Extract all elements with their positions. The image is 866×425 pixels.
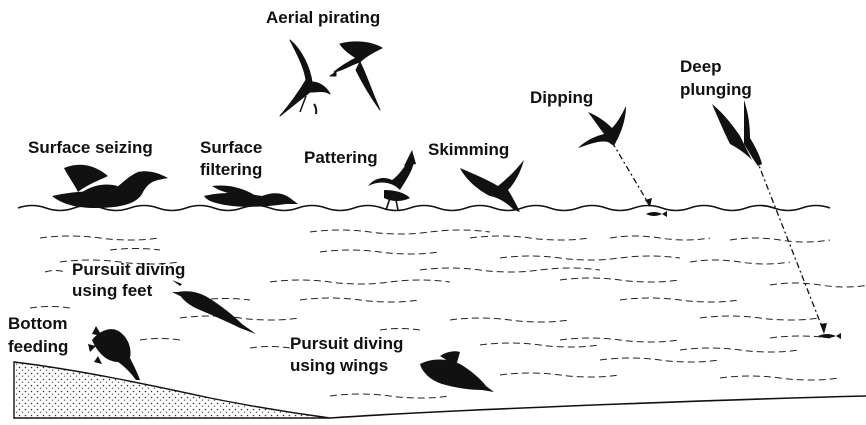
deep-plunging-bird-icon: [712, 100, 762, 166]
label-deep-plunging-line2: plunging: [680, 80, 752, 100]
plunging-arrowhead: [820, 323, 827, 334]
sea-bed-line: [330, 396, 866, 418]
aerial-pirate-bird-icon: [330, 42, 382, 110]
label-pattering: Pattering: [304, 148, 378, 168]
label-surface-filtering-line2: filtering: [200, 160, 262, 180]
label-bottom-feeding-line1: Bottom: [8, 314, 67, 334]
sea-bed: [14, 362, 330, 418]
dipping-trajectory: [612, 142, 650, 206]
surface-seizing-bird-icon: [52, 165, 168, 208]
pirated-fish-icon: [314, 104, 316, 114]
bottom-feeding-bird-icon: [88, 326, 140, 380]
label-bottom-feeding-line2: feeding: [8, 337, 68, 357]
skimming-bird-icon: [460, 160, 524, 212]
label-deep-plunging-line1: Deep: [680, 57, 722, 77]
aerial-pirate-bird-icon: [280, 40, 330, 116]
label-pursuit-wings-line1: Pursuit diving: [290, 334, 403, 354]
pursuit-wings-bird-icon: [420, 351, 494, 392]
pursuit-feet-bird-icon: [172, 280, 256, 334]
sea-surface-line: [18, 206, 830, 211]
fish-icon: [646, 211, 667, 217]
dipping-bird-icon: [578, 106, 626, 148]
label-surface-filtering-line1: Surface: [200, 138, 262, 158]
label-pursuit-wings-line2: using wings: [290, 356, 388, 376]
plunging-trajectory: [756, 158, 824, 332]
label-pursuit-feet-line2: using feet: [72, 281, 152, 301]
label-aerial-pirating: Aerial pirating: [266, 8, 380, 28]
surface-filtering-bird-icon: [204, 185, 298, 206]
label-skimming: Skimming: [428, 140, 509, 160]
label-surface-seizing: Surface seizing: [28, 138, 153, 158]
label-pursuit-feet-line1: Pursuit diving: [72, 260, 185, 280]
label-dipping: Dipping: [530, 88, 593, 108]
